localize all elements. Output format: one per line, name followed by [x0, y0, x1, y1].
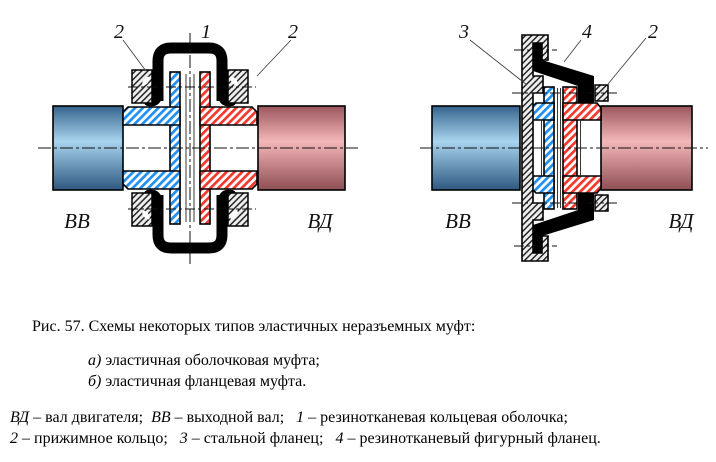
centerlines-a: [38, 33, 358, 264]
legend-term-3: 3: [179, 430, 188, 447]
item-a-marker: а): [88, 352, 102, 369]
shaft-label-vd-b: ВД: [668, 209, 695, 233]
legend-desc-vv: – выходной вал;: [170, 409, 297, 426]
shaft-label-vv-b: ВВ: [445, 209, 471, 233]
legend-desc-vd: – вал двигателя;: [29, 409, 152, 426]
centerlines-b: [420, 49, 708, 247]
caption-item-b: б) эластичная фланцевая муфта.: [88, 373, 306, 391]
part-label-4: 4: [582, 21, 592, 43]
legend-desc-3: – стальной фланец;: [187, 430, 336, 447]
legend-desc-4: – резинотканевый фигурный фланец.: [343, 430, 601, 447]
legend-desc-1: – резинотканевая кольцевая оболочка;: [304, 409, 568, 426]
couplings-diagram: 2 1 2 ВВ ВД: [38, 21, 708, 264]
caption-item-a: а) эластичная оболочковая муфта;: [88, 352, 320, 370]
part-label-2-left: 2: [114, 21, 124, 43]
diagram-a: 2 1 2 ВВ ВД: [38, 21, 358, 264]
legend-term-vd: ВД: [10, 409, 30, 426]
shaft-label-vv-a: ВВ: [64, 209, 90, 233]
legend-line-2: 2 – прижимное кольцо; 3 – стальной флане…: [10, 430, 601, 448]
leader-lines-b: [469, 37, 647, 86]
legend-desc-2: – прижимное кольцо;: [18, 430, 180, 447]
legend-term-vv: ВВ: [151, 409, 171, 426]
figured-flange: [533, 43, 594, 253]
part-label-2b: 2: [648, 21, 658, 43]
part-label-1: 1: [201, 21, 211, 43]
item-b-text: эластичная фланцевая муфта.: [101, 373, 307, 390]
ring-bolt-holes: [142, 76, 238, 220]
shaft-label-vd-a: ВД: [307, 209, 334, 233]
legend-line-1: ВД – вал двигателя; ВВ – выходной вал; 1…: [10, 409, 568, 427]
leader-lines-a: [122, 39, 292, 77]
item-a-text: эластичная оболочковая муфта;: [101, 352, 320, 369]
diagram-b: 3 4 2 ВВ ВД: [420, 21, 708, 262]
right-hub-b: [562, 86, 602, 210]
part-label-2-right: 2: [288, 21, 298, 43]
legend-term-4: 4: [335, 430, 344, 447]
part-label-3: 3: [458, 21, 469, 43]
legend-term-2: 2: [10, 430, 18, 447]
figure-caption-title: Рис. 57. Схемы некоторых типов эластичны…: [32, 318, 476, 335]
legend-term-1: 1: [296, 409, 305, 426]
motor-shaft-b: [600, 105, 693, 191]
item-b-marker: б): [88, 373, 102, 390]
